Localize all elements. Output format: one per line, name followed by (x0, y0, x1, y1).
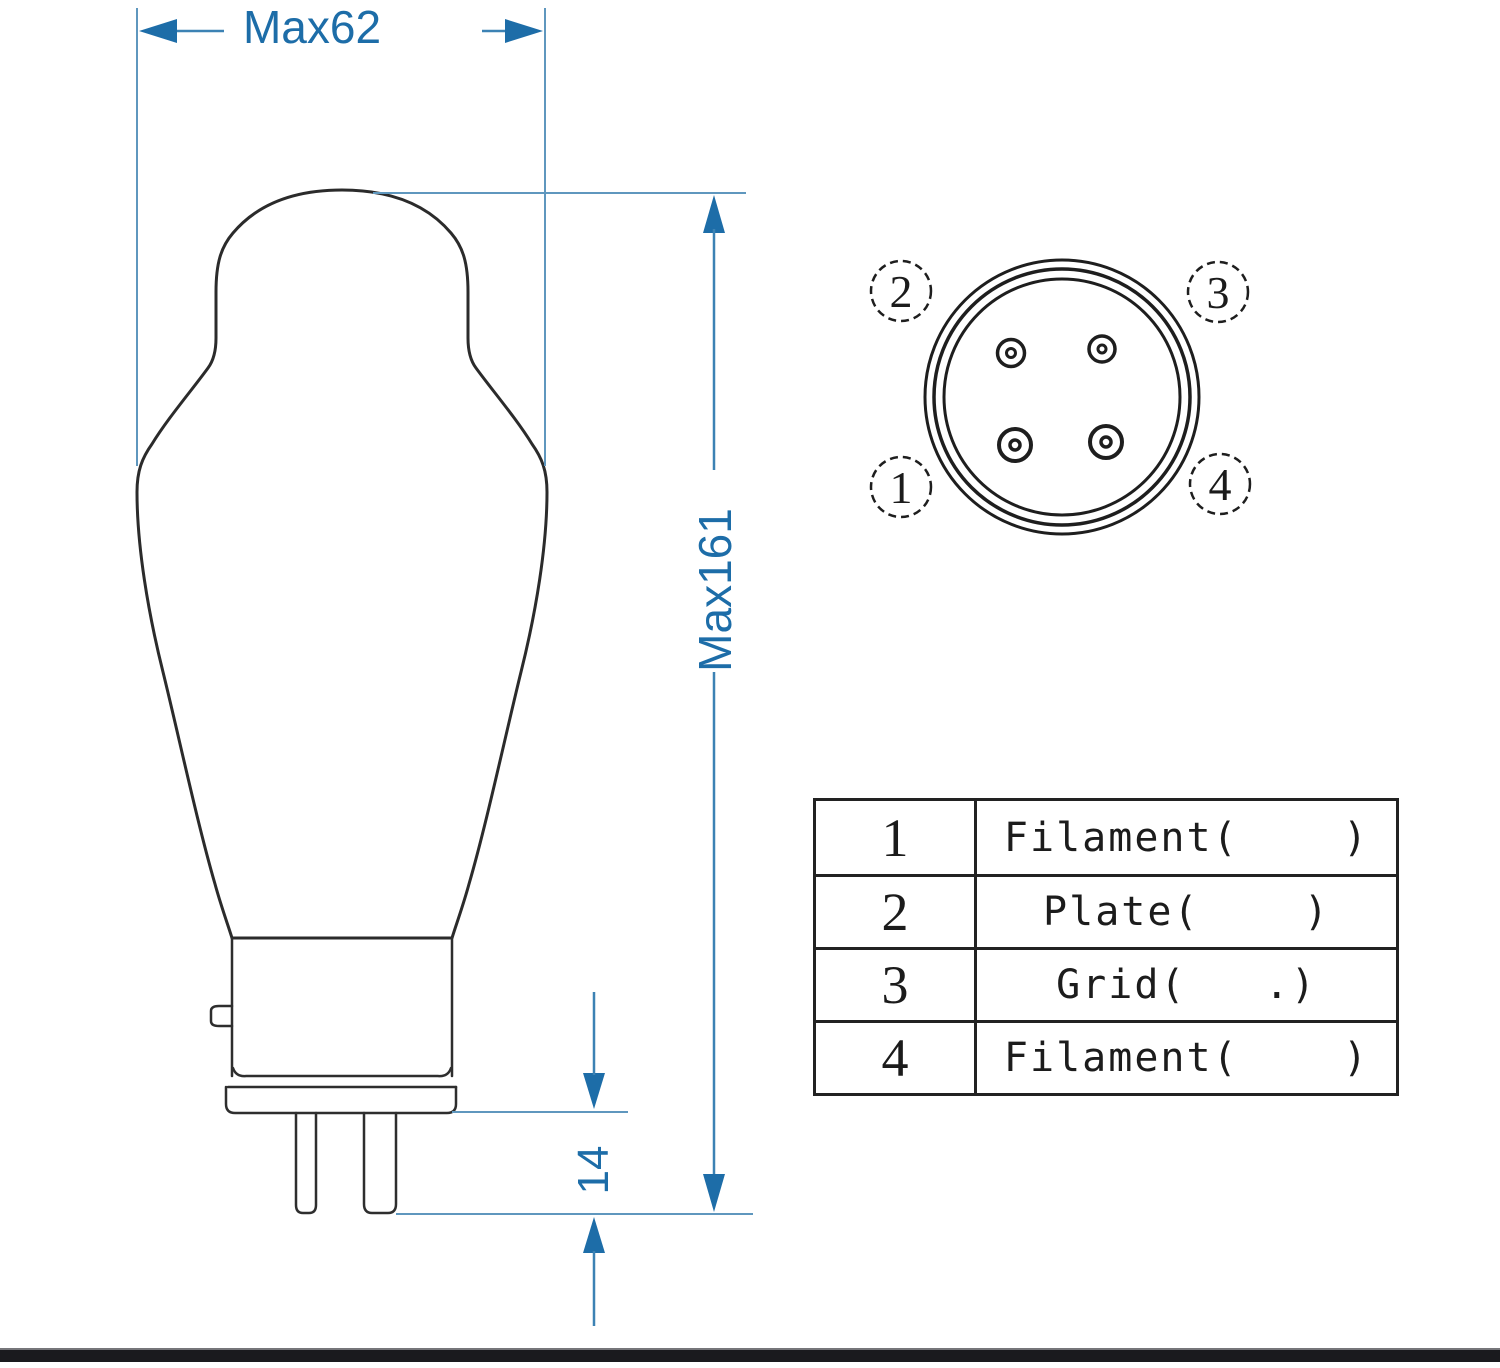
dimension-pin-length: 14 (452, 992, 628, 1326)
table-row: 1 Filament( ) (816, 801, 1396, 874)
tube-side-view (135, 188, 549, 1215)
tube-pin-right (362, 1111, 398, 1215)
dim-width-label: Max62 (243, 1, 381, 53)
base-middle-circle (932, 267, 1192, 527)
arrow-left-icon (139, 19, 177, 43)
callout-label-3: 3 (1207, 267, 1230, 318)
dimension-height: Max161 (373, 192, 753, 1215)
arrow-up-small-icon (583, 1217, 605, 1253)
callout-label-1: 1 (890, 462, 913, 513)
callout-circle-3 (1186, 260, 1250, 324)
pin-number-cell: 1 (816, 801, 977, 874)
pin2-inner (1005, 347, 1017, 359)
tube-bulb-outline (135, 188, 549, 940)
pin-function-cell: Filament( ) (1003, 814, 1370, 861)
pin-function-cell: Plate( ) (1043, 889, 1330, 935)
arrow-up-icon (703, 195, 725, 233)
table-row: 2 Plate( ) (816, 874, 1396, 947)
pin2-outer (995, 337, 1027, 369)
pin4-inner (1099, 435, 1113, 449)
pin-number-cell: 3 (816, 950, 977, 1020)
dimension-width: Max62 (136, 1, 546, 466)
table-row: 3 Grid( .) (816, 947, 1396, 1020)
pin-base-diagram: 2 3 1 4 (869, 258, 1252, 536)
bottom-bar (0, 1348, 1500, 1362)
pin-function-cell: Grid( .) (1056, 962, 1317, 1008)
callout-circle-1 (869, 455, 933, 519)
tube-base-seam (231, 1066, 453, 1078)
pin3-outer (1087, 334, 1117, 364)
pin3-inner (1096, 343, 1108, 355)
tube-base-body (230, 936, 454, 1078)
pin1-inner (1008, 438, 1022, 452)
dim-pin-length-label: 14 (569, 1146, 618, 1195)
table-row: 4 Filament( ) (816, 1020, 1396, 1093)
callout-label-2: 2 (890, 266, 913, 317)
arrow-down-icon (703, 1174, 725, 1212)
pin4-outer (1088, 424, 1124, 460)
callout-circle-4 (1188, 452, 1252, 516)
base-inner-circle (942, 277, 1182, 517)
pin-function-cell: Filament( ) (1003, 1035, 1370, 1081)
base-outer-circle (923, 258, 1201, 536)
tube-pin-left (294, 1111, 318, 1215)
dim-height-label: Max161 (689, 508, 741, 672)
pin-number-cell: 4 (816, 1023, 977, 1093)
callout-label-4: 4 (1209, 459, 1232, 510)
callout-circle-2 (869, 259, 933, 323)
tube-side-alignment-pin (209, 1004, 234, 1028)
tube-base-skirt (224, 1085, 458, 1115)
pin-number-cell: 2 (816, 877, 977, 947)
pin1-outer (997, 427, 1033, 463)
pin-function-table: 1 Filament( ) 2 Plate( ) 3 Grid( .) 4 Fi… (813, 798, 1399, 1096)
arrow-right-icon (505, 19, 543, 43)
arrow-down-small-icon (583, 1073, 605, 1109)
